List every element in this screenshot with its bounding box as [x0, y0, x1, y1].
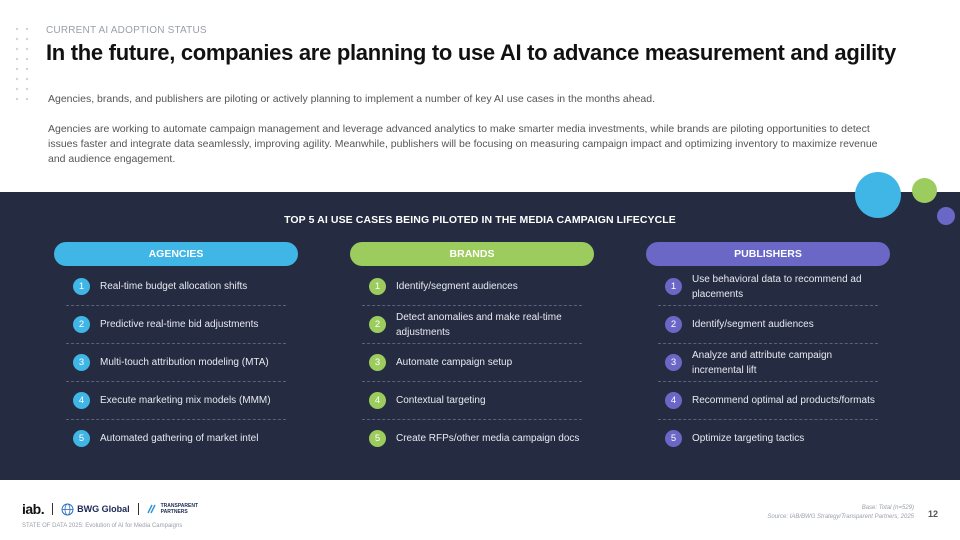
intro-text: Agencies, brands, and publishers are pil…	[48, 92, 888, 182]
item-text: Analyze and attribute campaign increment…	[692, 349, 833, 376]
item-number-badge: 4	[73, 392, 90, 409]
item-number-badge: 2	[665, 316, 682, 333]
item-text: Predictive real-time bid adjustments	[100, 319, 259, 330]
item-text: Detect anomalies and make real-time adju…	[396, 311, 562, 338]
item-number-badge: 1	[665, 278, 682, 295]
page-number: 12	[927, 509, 938, 519]
item-number-badge: 3	[665, 354, 682, 371]
item-number-badge: 3	[73, 354, 90, 371]
list-item: 1 Real-time budget allocation shifts	[66, 268, 286, 306]
decorative-circle-blue	[855, 172, 901, 218]
item-text: Use behavioral data to recommend ad plac…	[692, 273, 862, 300]
list-item: 4 Contextual targeting	[362, 382, 582, 420]
item-text: Identify/segment audiences	[396, 281, 518, 292]
list-item: 5 Create RFPs/other media campaign docs	[362, 420, 582, 457]
publishers-list: 1 Use behavioral data to recommend ad pla…	[646, 268, 890, 457]
list-item: 4 Execute marketing mix models (MMM)	[66, 382, 286, 420]
item-text: Contextual targeting	[396, 395, 486, 406]
item-text: Multi-touch attribution modeling (MTA)	[100, 357, 269, 368]
logo-divider	[52, 503, 54, 515]
item-text: Identify/segment audiences	[692, 319, 814, 330]
iab-logo: iab.	[22, 501, 45, 517]
item-number-badge: 3	[369, 354, 386, 371]
item-number-badge: 2	[73, 316, 90, 333]
list-item: 3 Multi-touch attribution modeling (MTA)	[66, 344, 286, 382]
transparent-partners-line-1: TRANSPARENT	[160, 503, 199, 509]
item-number-badge: 5	[665, 430, 682, 447]
list-item: 5 Automated gathering of market intel	[66, 420, 286, 457]
column-brands: BRANDS 1 Identify/segment audiences 2 Dete…	[350, 242, 594, 457]
item-number-badge: 4	[665, 392, 682, 409]
globe-icon	[61, 503, 74, 515]
panel-title: TOP 5 AI USE CASES BEING PILOTED IN THE …	[284, 214, 676, 226]
list-item: 5 Optimize targeting tactics	[658, 420, 878, 457]
column-header-publishers: PUBLISHERS	[646, 242, 890, 266]
item-text: Execute marketing mix models (MMM)	[100, 395, 271, 406]
list-item: 3 Analyze and attribute campaign incremen…	[658, 344, 878, 382]
column-header-brands: BRANDS	[350, 242, 594, 266]
item-number-badge: 2	[369, 316, 386, 333]
item-number-badge: 5	[369, 430, 386, 447]
column-publishers: PUBLISHERS 1 Use behavioral data to recom…	[646, 242, 890, 457]
item-number-badge: 5	[73, 430, 90, 447]
item-text: Automate campaign setup	[396, 357, 513, 368]
intro-paragraph-1: Agencies, brands, and publishers are pil…	[48, 93, 656, 105]
section-eyebrow: CURRENT AI ADOPTION STATUS	[46, 25, 207, 36]
decorative-dot-grid	[12, 24, 36, 102]
page-title: In the future, companies are planning to…	[46, 40, 896, 65]
source-citation: Source: IAB/BWG Strategy/Transparent Par…	[767, 514, 914, 520]
source-note: Base: Total (n=529) Source: IAB/BWG Stra…	[767, 504, 914, 522]
item-number-badge: 1	[73, 278, 90, 295]
use-cases-panel: TOP 5 AI USE CASES BEING PILOTED IN THE …	[0, 192, 960, 480]
column-header-agencies: AGENCIES	[54, 242, 298, 266]
item-text: Recommend optimal ad products/formats	[692, 395, 875, 406]
list-item: 1 Use behavioral data to recommend ad pla…	[658, 268, 878, 306]
list-item: 2 Predictive real-time bid adjustments	[66, 306, 286, 344]
decorative-circle-green	[912, 178, 937, 203]
item-text: Real-time budget allocation shifts	[100, 281, 248, 292]
decorative-circle-purple	[937, 207, 955, 225]
transparent-partners-line-2: PARTNERS	[160, 509, 188, 515]
item-number-badge: 1	[369, 278, 386, 295]
list-item: 2 Identify/segment audiences	[658, 306, 878, 344]
base-note: Base: Total (n=529)	[861, 505, 914, 511]
column-agencies: AGENCIES 1 Real-time budget allocation sh…	[54, 242, 298, 457]
chevron-mark-icon	[146, 504, 156, 514]
list-item: 2 Detect anomalies and make real-time adj…	[362, 306, 582, 344]
bwg-global-logo: BWG Global	[61, 503, 130, 516]
agencies-list: 1 Real-time budget allocation shifts 2 Pre…	[54, 268, 298, 457]
brands-list: 1 Identify/segment audiences 2 Detect anom…	[350, 268, 594, 457]
bwg-global-label: BWG Global	[77, 504, 130, 514]
list-item: 3 Automate campaign setup	[362, 344, 582, 382]
list-item: 4 Recommend optimal ad products/formats	[658, 382, 878, 420]
item-text: Optimize targeting tactics	[692, 433, 805, 444]
list-item: 1 Identify/segment audiences	[362, 268, 582, 306]
intro-paragraph-2: Agencies are working to automate campaig…	[48, 123, 878, 165]
report-footer-note: STATE OF DATA 2025: Evolution of AI for …	[22, 523, 183, 529]
logo-divider	[137, 503, 139, 515]
item-text: Create RFPs/other media campaign docs	[396, 433, 580, 444]
item-text: Automated gathering of market intel	[100, 433, 259, 444]
item-number-badge: 4	[369, 392, 386, 409]
